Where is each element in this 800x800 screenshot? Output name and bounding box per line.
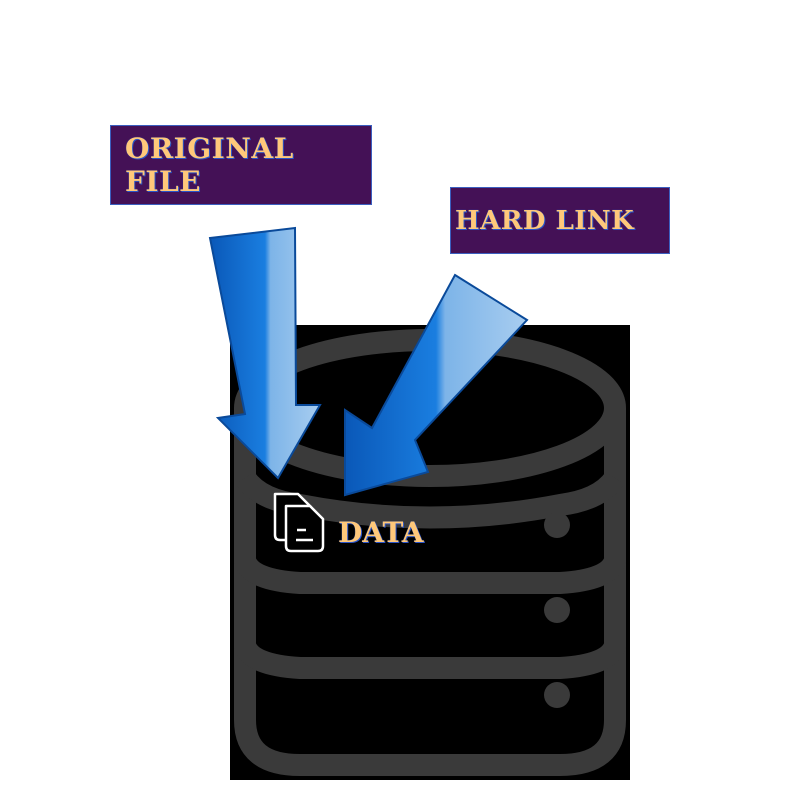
arrow-hardlink-to-data — [344, 273, 529, 497]
arrow-original-to-data — [208, 226, 322, 480]
hard-link-label: HARD LINK — [450, 187, 670, 254]
files-icon — [273, 492, 325, 553]
original-file-label: ORIGINAL FILE — [110, 125, 372, 205]
data-label: DATA — [338, 516, 424, 549]
